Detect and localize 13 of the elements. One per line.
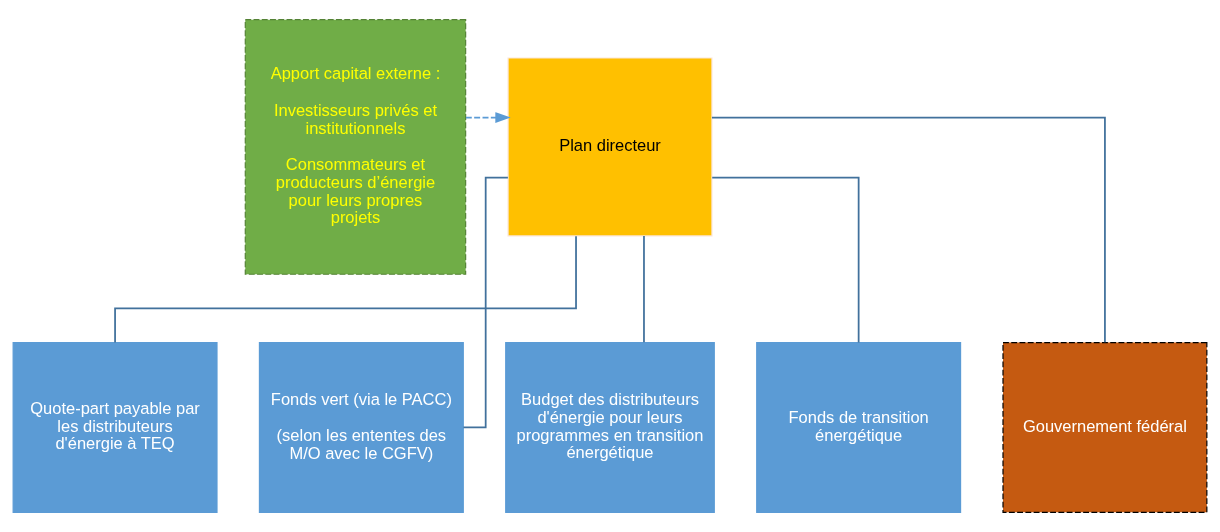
node-box: Budget des distributeurs d'énergie pour leurs programmes en transition énergétique xyxy=(505,342,715,513)
node-box: Fonds de transition énergétique xyxy=(756,342,962,513)
node-box: Fonds vert (via le PACC) (selon les ententes des M/O avec le CGFV) xyxy=(258,342,464,513)
connector xyxy=(114,235,577,344)
arrow xyxy=(465,112,511,123)
connector xyxy=(643,235,645,344)
connector xyxy=(462,176,509,429)
connector xyxy=(711,176,860,344)
node-box: Apport capital externe : Investisseurs privés et institutionnels Consommateurs et producteurs d’énergie pour leurs propres projets xyxy=(244,19,467,275)
connector xyxy=(711,116,1106,344)
node-box: Plan directeur xyxy=(507,57,713,237)
node-box: Gouvernement fédéral xyxy=(1002,342,1208,513)
node-box: Quote-part payable par les distributeurs d'énergie à TEQ xyxy=(12,342,218,513)
